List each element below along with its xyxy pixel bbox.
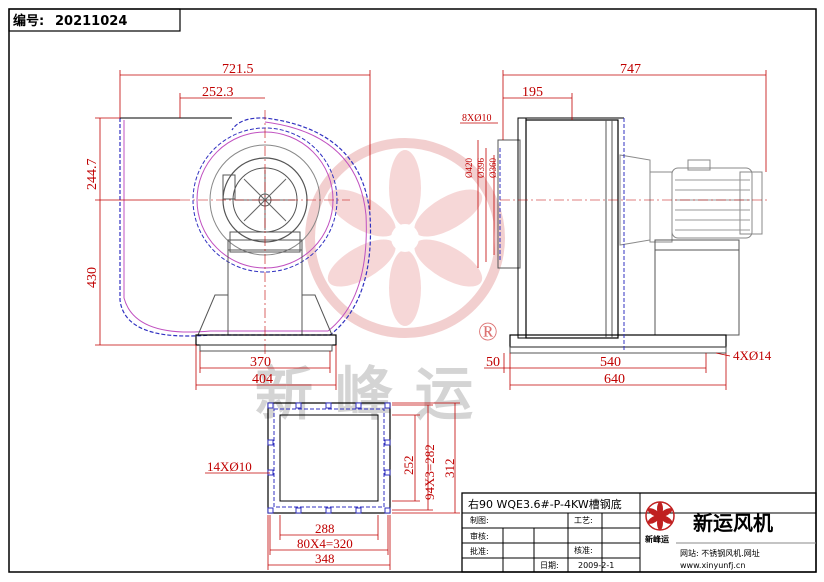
label-date: 日期: (540, 561, 559, 570)
front-view (119, 110, 372, 355)
registered-mark: ® (478, 317, 498, 346)
dim-total-width: 721.5 (222, 62, 254, 77)
dim-outlet-height: 244.7 (85, 159, 100, 191)
dim-flange-pitch-v: 94X3=282 (422, 444, 437, 500)
drawing-no-value: 20211024 (55, 14, 127, 29)
label-process: 工艺: (574, 516, 593, 525)
drawing-no-label: 编号: (13, 13, 44, 29)
dim-outlet-offset: 252.3 (202, 85, 234, 100)
website-label: 网站: 不锈钢风机.网址 (680, 548, 760, 558)
dim-base-inner: 370 (250, 355, 271, 370)
dim-foot-offset: 50 (486, 355, 500, 370)
flange-dimensions (205, 402, 460, 570)
dim-base-holes: 4XØ14 (733, 348, 772, 363)
dim-holes-top: 8XØ10 (462, 113, 491, 124)
dim-d2: Ø396 (476, 158, 486, 178)
dim-flange-holes: 14XØ10 (207, 459, 252, 474)
company-name: 新运风机 (693, 511, 773, 535)
dim-inlet-offset: 195 (522, 85, 543, 100)
dim-base-outer: 404 (252, 372, 273, 387)
company-logo-icon (645, 501, 675, 531)
dim-side-base-inner: 540 (600, 355, 621, 370)
label-approve: 批准: (470, 546, 489, 556)
model-number: 右90 WQE3.6#-P-4KW槽钢底 (468, 497, 622, 511)
date-value: 2009-2-1 (578, 561, 614, 570)
side-view (497, 117, 770, 354)
website-url: www.xinyunfj.cn (680, 561, 745, 570)
flange-view (267, 402, 391, 514)
front-dimensions (95, 70, 371, 390)
logo-caption: 新峰运 (645, 534, 669, 544)
dim-flange-outer-h: 312 (442, 459, 457, 479)
dim-d3: Ø360 (488, 158, 498, 178)
dim-flange-pitch-h: 80X4=320 (297, 536, 353, 551)
drawing-frame (8, 8, 817, 573)
title-block (461, 492, 817, 573)
dim-flange-outer-w: 348 (315, 551, 335, 566)
dim-flange-inner-w: 288 (315, 521, 335, 536)
dim-d1: Ø420 (464, 158, 474, 178)
watermark-text: 新峰运 (255, 360, 495, 428)
dim-side-total-length: 747 (620, 62, 641, 77)
side-dimensions (460, 70, 767, 390)
label-verify: 核准: (574, 545, 593, 555)
label-check: 审核: (470, 531, 489, 541)
header-box (8, 8, 181, 32)
dim-side-base-outer: 640 (604, 372, 625, 387)
dim-center-height: 430 (85, 267, 100, 288)
dim-flange-inner-h: 252 (401, 456, 416, 476)
label-draw: 制图: (470, 515, 489, 525)
